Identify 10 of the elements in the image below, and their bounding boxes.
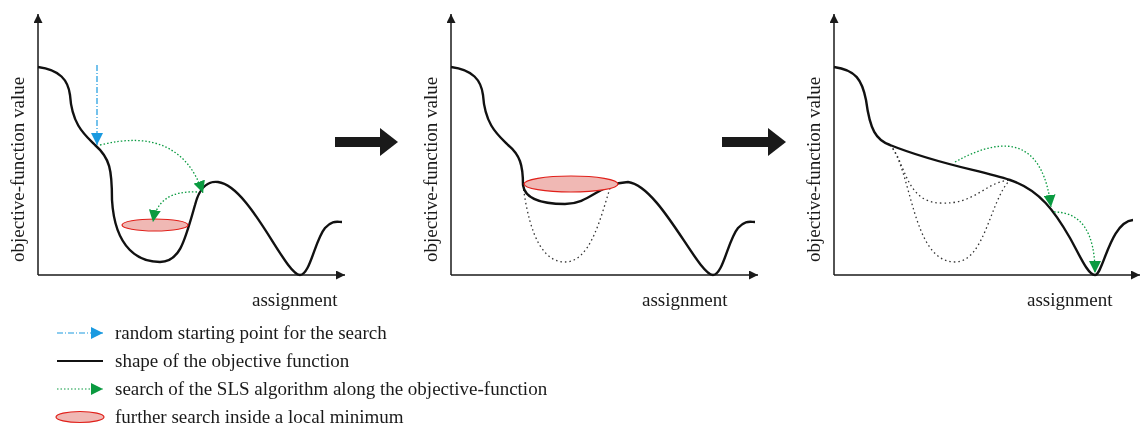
axis-title: objective-function value [8,76,27,262]
axis-title: objective-function value [421,76,440,262]
axis-title: objective-function value [804,76,823,262]
axis-title: assignment [252,290,338,309]
legend-text: shape of the objective function [115,351,350,370]
axis-title: assignment [642,290,728,309]
legend-text: further search inside a local minimum [115,407,404,426]
legend-text: random starting point for the search [115,323,387,342]
legend-text: search of the SLS algorithm along the objective-function [115,379,548,398]
axis-title: assignment [1027,290,1113,309]
